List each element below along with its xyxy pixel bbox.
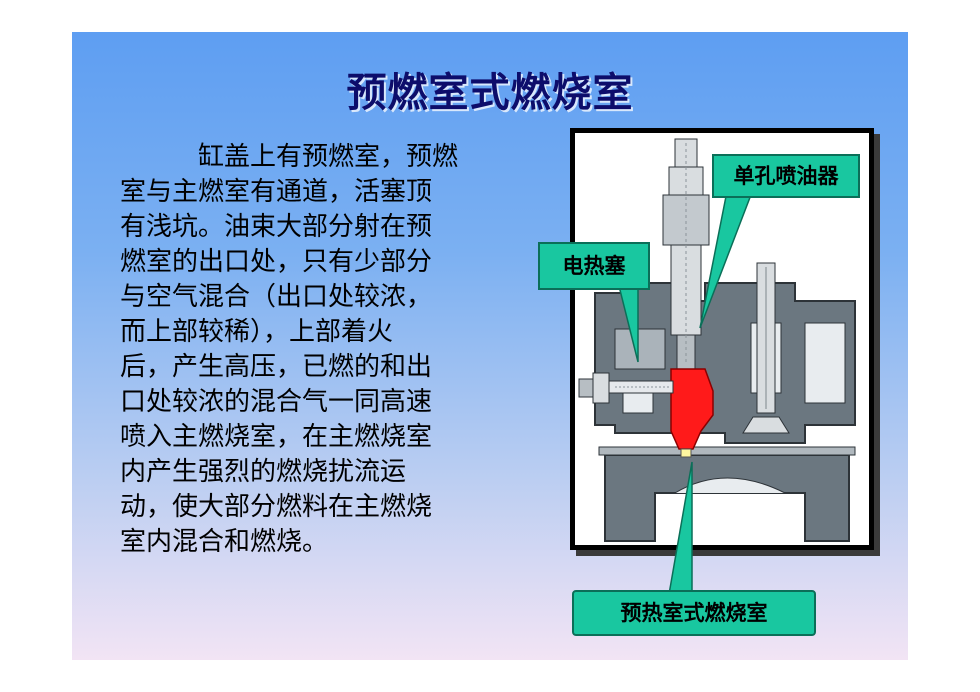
body-line: 内产生强烈的燃烧扰流运 (120, 457, 407, 487)
body-line: 缸盖上有预燃室，预燃 (198, 142, 459, 172)
prechamber-pointer (667, 461, 693, 601)
slide: 预燃室式燃烧室 缸盖上有预燃室，预燃 室与主燃室有通道，活塞顶 有浅坑。油束大部… (72, 32, 908, 660)
piston-shape (604, 454, 850, 542)
injector-callout-label: 单孔喷油器 (712, 154, 860, 198)
slide-title: 预燃室式燃烧室 (346, 69, 634, 116)
prechamber-shape (670, 368, 714, 450)
glow-plug-callout-label: 电热塞 (538, 242, 650, 290)
body-line: 燃室的出口处，只有少部分 (120, 247, 433, 277)
body-line: 有浅坑。油束大部分射在预 (120, 212, 433, 242)
body-text: 缸盖上有预燃室，预燃 室与主燃室有通道，活塞顶 有浅坑。油束大部分射在预 燃室的… (120, 140, 520, 560)
body-line: 而上部较稀），上部着火 (120, 317, 394, 347)
cooling-passage-shape (804, 322, 846, 404)
valve-head-shape (742, 416, 790, 434)
body-line: 喷入主燃烧室，在主燃烧室 (120, 422, 433, 452)
engine-cross-section-illustration (578, 138, 856, 542)
piston-bowl-shape (674, 477, 786, 494)
engine-diagram-frame (570, 128, 874, 550)
gasket-line-shape (598, 446, 856, 456)
prechamber-callout-label: 预热室式燃烧室 (572, 590, 816, 636)
body-line: 动，使大部分燃料在主燃烧 (120, 492, 433, 522)
prechamber-throat-shape (680, 448, 692, 458)
callout-pointers (611, 165, 764, 601)
head-detail-shape (614, 328, 666, 370)
body-line: 室内混合和燃烧。 (120, 527, 329, 557)
body-line: 口处较浓的混合气一同高速 (120, 387, 433, 417)
body-line: 与空气混合（出口处较浓， (120, 282, 433, 312)
body-line: 后，产生高压，已燃的和出 (120, 352, 433, 382)
body-line: 室与主燃室有通道，活塞顶 (120, 177, 433, 207)
